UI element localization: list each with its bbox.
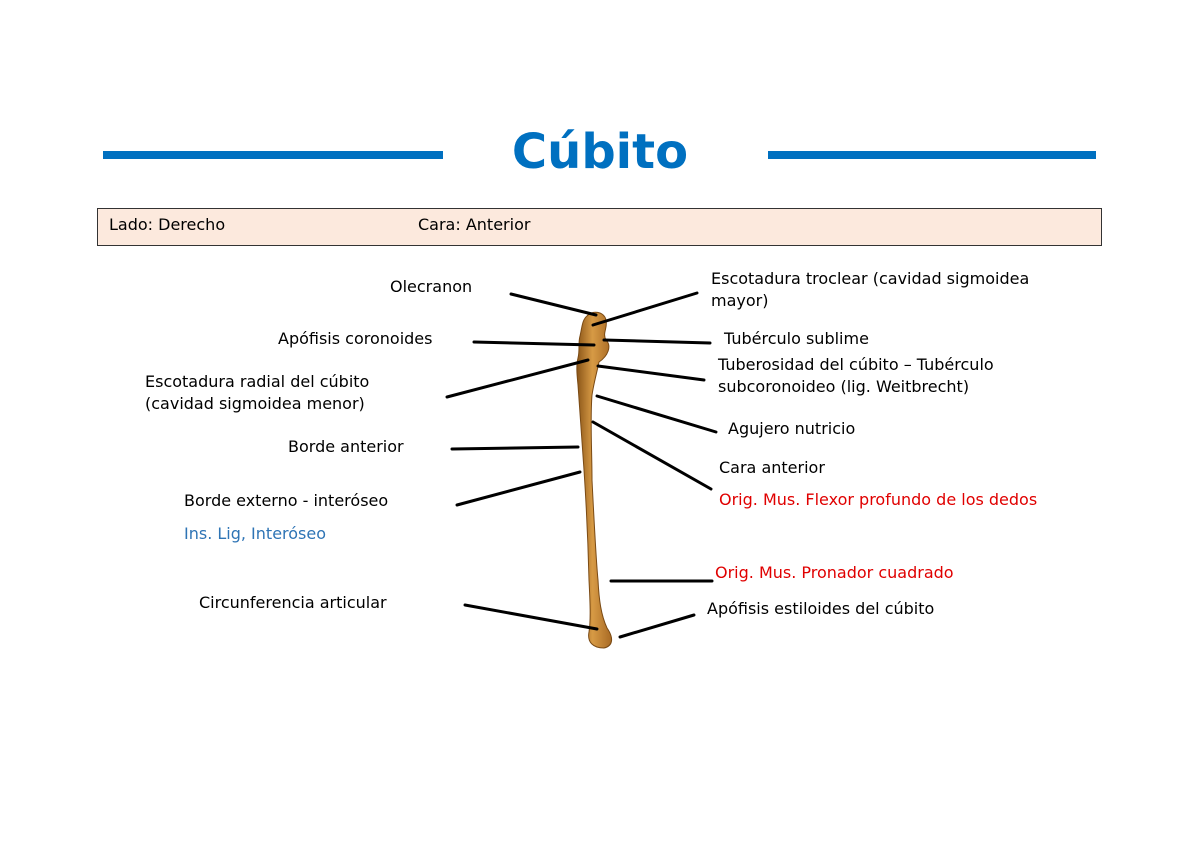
label-apofisis-estiloides: Apófisis estiloides del cúbito bbox=[707, 599, 935, 618]
label-orig-flexor: Orig. Mus. Flexor profundo de los dedos bbox=[719, 490, 1038, 509]
label-tuberosidad-line2: subcoronoideo (lig. Weitbrecht) bbox=[718, 377, 970, 396]
label-escotadura-radial-line2: (cavidad sigmoidea menor) bbox=[145, 394, 365, 413]
title-line-right bbox=[768, 151, 1096, 159]
leader-agujero-nutricio bbox=[595, 394, 718, 434]
leader-tuberculo-sublime bbox=[602, 338, 712, 345]
leader-escotadura-radial bbox=[445, 358, 590, 399]
side-label: Lado: Derecho bbox=[109, 215, 226, 234]
leader-circunferencia bbox=[463, 603, 599, 631]
label-escotadura-troclear-line1: Escotadura troclear (cavidad sigmoidea bbox=[711, 269, 1030, 288]
title-line-left bbox=[103, 151, 443, 159]
leader-estiloides bbox=[618, 613, 696, 639]
label-borde-externo: Borde externo - interóseo bbox=[184, 491, 389, 510]
label-tuberosidad-line1: Tuberosidad del cúbito – Tubérculo bbox=[718, 355, 994, 374]
info-box: Lado: Derecho Cara: Anterior bbox=[97, 208, 1102, 246]
label-olecranon: Olecranon bbox=[390, 277, 473, 296]
label-ins-lig: Ins. Lig, Interóseo bbox=[184, 524, 327, 543]
leader-borde-anterior bbox=[450, 445, 580, 451]
leader-apofisis-coronoides bbox=[472, 340, 596, 347]
leader-cara-anterior bbox=[591, 420, 713, 491]
label-circunferencia: Circunferencia articular bbox=[199, 593, 387, 612]
label-borde-anterior: Borde anterior bbox=[288, 437, 404, 456]
label-tuberculo-sublime: Tubérculo sublime bbox=[724, 329, 869, 348]
ulna-bone bbox=[576, 311, 612, 649]
label-apofisis-coronoides: Apófisis coronoides bbox=[278, 329, 433, 348]
label-escotadura-radial-line1: Escotadura radial del cúbito bbox=[145, 372, 370, 391]
leader-tuberosidad bbox=[596, 364, 706, 382]
leader-borde-externo bbox=[455, 470, 582, 507]
leader-olecranon bbox=[509, 292, 598, 317]
leader-escotadura-troclear bbox=[591, 291, 699, 327]
label-orig-pronador: Orig. Mus. Pronador cuadrado bbox=[715, 563, 954, 582]
label-agujero-nutricio: Agujero nutricio bbox=[728, 419, 856, 438]
page-title: Cúbito bbox=[511, 124, 689, 180]
label-escotadura-troclear-line2: mayor) bbox=[711, 291, 769, 310]
label-cara-anterior: Cara anterior bbox=[719, 458, 825, 477]
face-label: Cara: Anterior bbox=[418, 215, 531, 234]
